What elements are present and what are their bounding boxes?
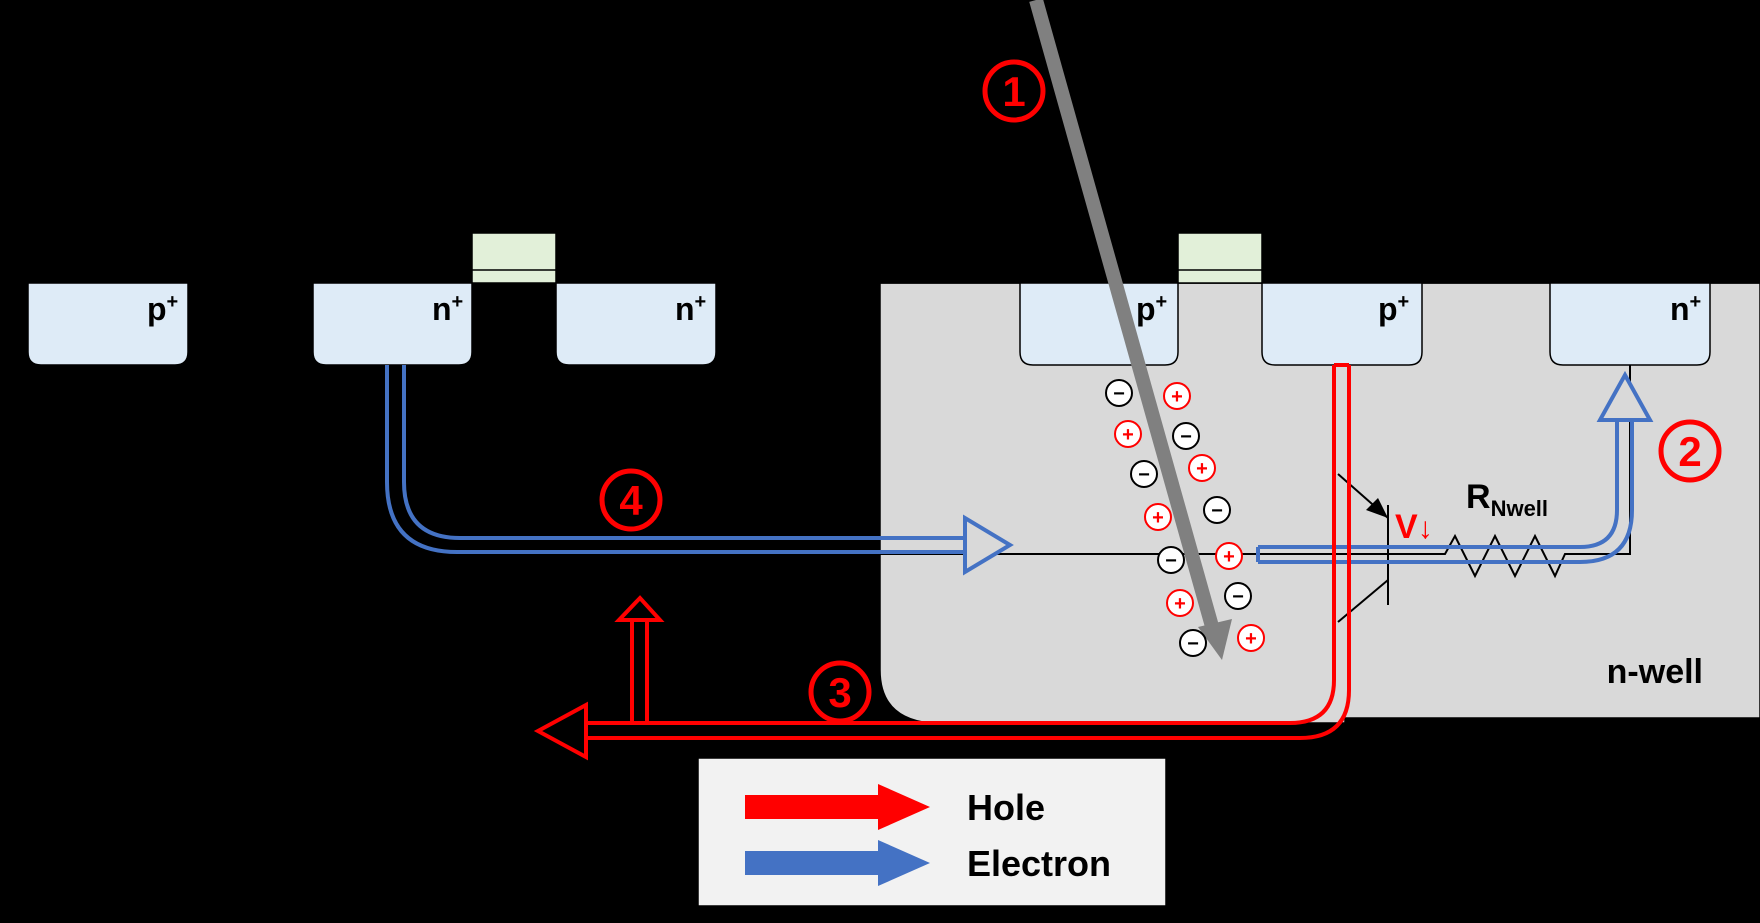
svg-text:Electron: Electron (967, 843, 1111, 884)
diffusion-p-left: p+ (27, 282, 189, 366)
svg-text:+: + (1122, 424, 1134, 446)
svg-text:RNwell: RNwell (1466, 478, 1548, 521)
svg-text:n+: n+ (1670, 291, 1701, 327)
step-marker-1: 1 (982, 59, 1046, 123)
svg-text:−: − (1165, 550, 1177, 572)
svg-text:−: − (1232, 586, 1244, 608)
svg-text:V↓: V↓ (1395, 508, 1433, 546)
diffusion-p-source: p+ (1261, 282, 1423, 366)
negative-charge: − (1172, 422, 1200, 450)
svg-text:2: 2 (1678, 428, 1701, 475)
negative-charge: − (1203, 496, 1231, 524)
svg-text:+: + (1174, 593, 1186, 615)
positive-charge: + (1166, 589, 1194, 617)
hole-arrow-up (614, 595, 665, 723)
negative-charge: − (1224, 582, 1252, 610)
legend-item-hole: Hole (745, 784, 1045, 830)
positive-charge: + (1188, 454, 1216, 482)
diffusion-p-drain: p+ (1019, 282, 1179, 366)
charge-pairs: −++−−++−−++−−+ (1105, 379, 1265, 657)
negative-charge: − (1105, 379, 1133, 407)
svg-text:1: 1 (1002, 68, 1025, 115)
svg-text:4: 4 (619, 477, 643, 524)
electron-path-4 (385, 365, 965, 554)
svg-text:+: + (1152, 507, 1164, 529)
positive-charge: + (1114, 420, 1142, 448)
svg-text:−: − (1211, 500, 1223, 522)
n-well-label: n-well (1607, 653, 1703, 691)
svg-text:p+: p+ (1378, 291, 1409, 327)
step-marker-2: 2 (1658, 419, 1722, 483)
diffusion-n-source: n+ (312, 282, 473, 366)
positive-charge: + (1163, 382, 1191, 410)
svg-text:−: − (1138, 464, 1150, 486)
svg-text:+: + (1196, 458, 1208, 480)
positive-charge: + (1144, 503, 1172, 531)
svg-text:+: + (1245, 628, 1257, 650)
hole-path-3 (586, 363, 1351, 740)
positive-charge: + (1237, 624, 1265, 652)
gate-pmos (1177, 232, 1263, 284)
voltage-drop-label: V↓ (1395, 508, 1433, 546)
electron-arrow-2-head (1596, 370, 1654, 422)
legend-item-electron: Electron (745, 840, 1111, 886)
electron-arrow-4-head (963, 514, 1014, 576)
gate-nmos (471, 232, 557, 284)
svg-text:Hole: Hole (967, 787, 1045, 828)
transistor-emitter-arrowhead (1366, 498, 1388, 518)
positive-charge: + (1215, 542, 1243, 570)
svg-text:n+: n+ (675, 291, 706, 327)
particle-track (1029, 0, 1232, 660)
svg-text:3: 3 (828, 669, 851, 716)
parasitic-circuit (716, 365, 1631, 623)
diffusion-n-well-tap: n+ (1549, 282, 1711, 366)
svg-text:+: + (1171, 386, 1183, 408)
diffusion-n-drain: n+ (555, 282, 717, 366)
legend: Hole Electron (697, 757, 1167, 907)
svg-text:+: + (1223, 546, 1235, 568)
step-marker-3: 3 (808, 660, 872, 724)
svg-text:−: − (1113, 383, 1125, 405)
negative-charge: − (1157, 546, 1185, 574)
negative-charge: − (1130, 460, 1158, 488)
hole-arrow-3-head (533, 701, 588, 761)
resistor-label: RNwell (1466, 478, 1548, 521)
step-marker-4: 4 (599, 468, 663, 532)
svg-text:n+: n+ (432, 291, 463, 327)
svg-text:p+: p+ (147, 291, 178, 327)
svg-text:−: − (1180, 426, 1192, 448)
negative-charge: − (1179, 629, 1207, 657)
svg-text:p+: p+ (1136, 291, 1167, 327)
svg-text:−: − (1187, 633, 1199, 655)
electron-path-2 (1256, 420, 1634, 564)
